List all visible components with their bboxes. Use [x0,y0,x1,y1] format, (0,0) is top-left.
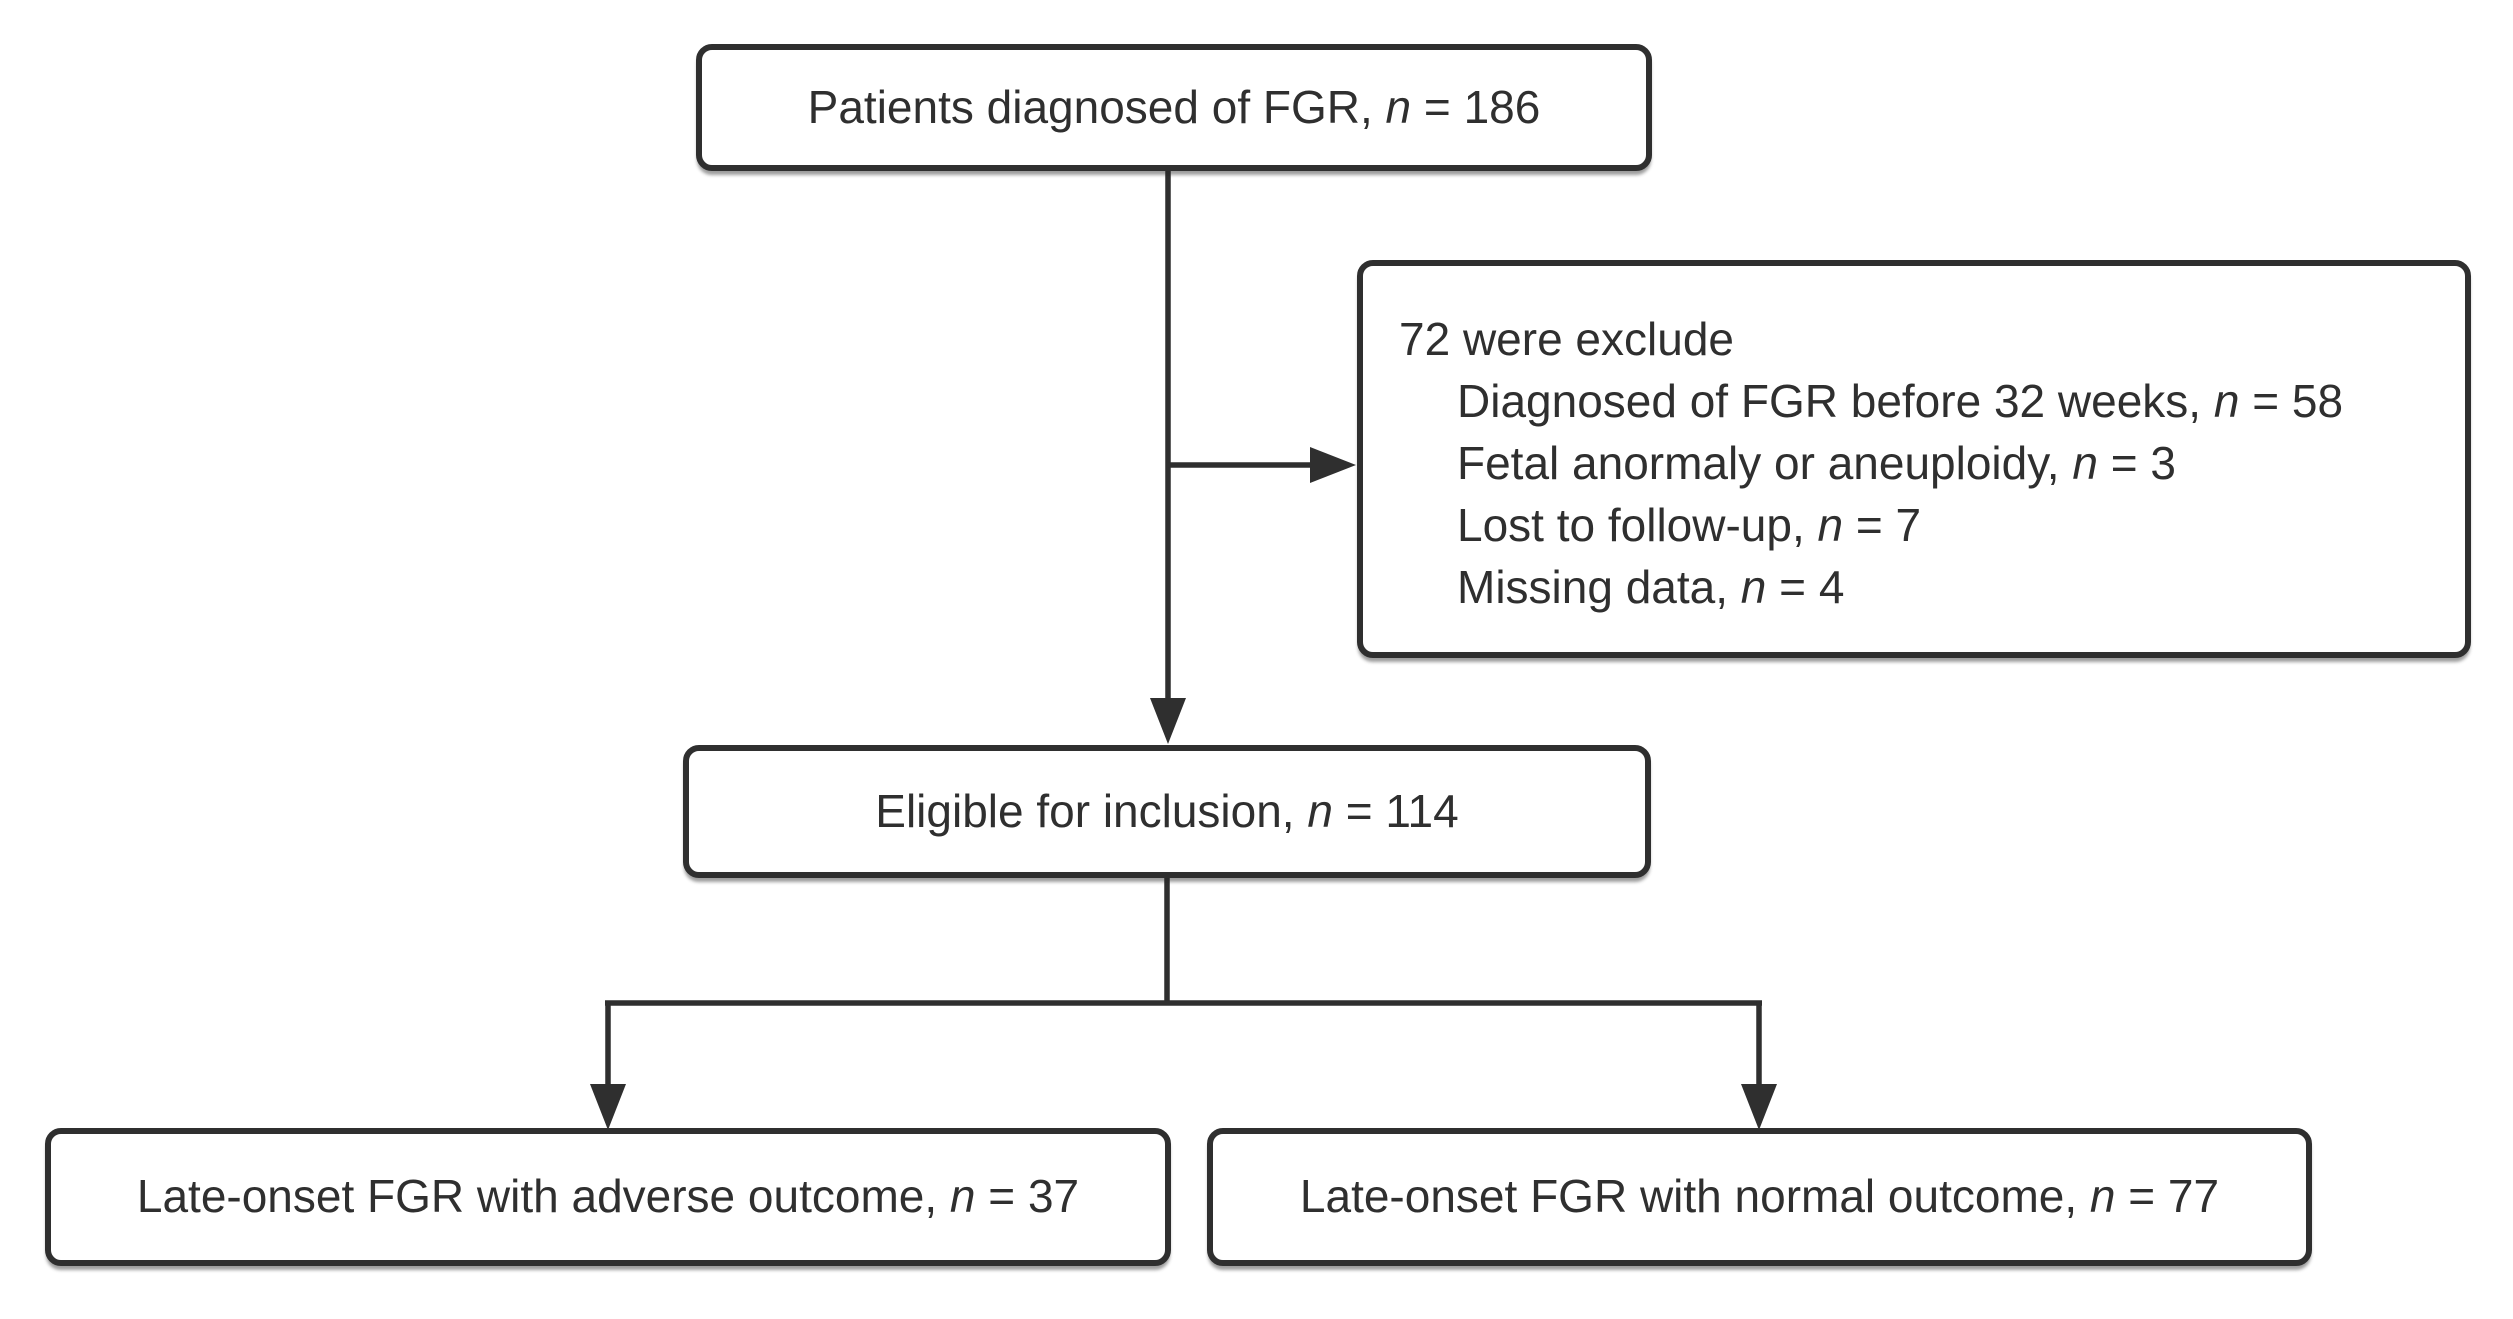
n-value: = 37 [975,1170,1080,1223]
n-symbol: n [2213,375,2240,427]
arrowhead-into-adverse [590,1084,626,1130]
node-normal-outcome-label: Late-onset FGR with normal outcome, n = … [1300,1168,2219,1226]
n-value: = 186 [1411,80,1541,133]
n-value: = 7 [1843,499,1922,551]
node-eligible: Eligible for inclusion, n = 114 [683,745,1651,878]
node-patients-diagnosed: Patients diagnosed of FGR, n = 186 [696,44,1652,171]
n-symbol: n [2072,437,2098,489]
label-text: Late-onset FGR with adverse outcome, [136,1170,950,1223]
excluded-header: 72 were exclude [1399,313,1734,365]
label-text: Missing data, [1457,561,1741,613]
node-normal-outcome: Late-onset FGR with normal outcome, n = … [1207,1128,2312,1266]
n-value: = 58 [2239,375,2344,427]
n-symbol: n [2089,1170,2116,1223]
node-patients-diagnosed-label: Patients diagnosed of FGR, n = 186 [808,79,1541,137]
label-text: Fetal anormaly or aneuploidy, [1457,437,2073,489]
label-text: Late-onset FGR with normal outcome, [1299,1170,2090,1223]
n-symbol: n [949,1170,976,1223]
excluded-item: Lost to follow-up, n = 7 [1399,494,2441,556]
excluded-item: Fetal anormaly or aneuploidy, n = 3 [1399,432,2441,494]
arrowhead-into-excluded [1310,447,1356,483]
excluded-item: Diagnosed of FGR before 32 weeks, n = 58 [1399,370,2441,432]
arrowhead-into-normal [1741,1084,1777,1130]
label-text: Diagnosed of FGR before 32 weeks, [1457,375,2214,427]
node-excluded: 72 were exclude Diagnosed of FGR before … [1357,260,2471,658]
n-value: = 4 [1766,561,1845,613]
n-symbol: n [1307,784,1333,837]
label-text: Lost to follow-up, [1457,499,1818,551]
n-value: = 3 [2097,437,2176,489]
node-eligible-label: Eligible for inclusion, n = 114 [875,783,1458,841]
node-adverse-outcome: Late-onset FGR with adverse outcome, n =… [45,1128,1171,1266]
n-symbol: n [1817,499,1844,551]
excluded-item: Missing data, n = 4 [1399,556,2441,618]
n-symbol: n [1740,561,1767,613]
n-value: = 77 [2115,1170,2220,1223]
node-adverse-outcome-label: Late-onset FGR with adverse outcome, n =… [137,1168,1079,1226]
n-symbol: n [1385,80,1412,133]
label-text: Eligible for inclusion, [875,784,1308,837]
arrowhead-into-eligible [1150,698,1186,744]
label-text: Patients diagnosed of FGR, [807,80,1386,133]
n-value: = 114 [1332,784,1459,837]
